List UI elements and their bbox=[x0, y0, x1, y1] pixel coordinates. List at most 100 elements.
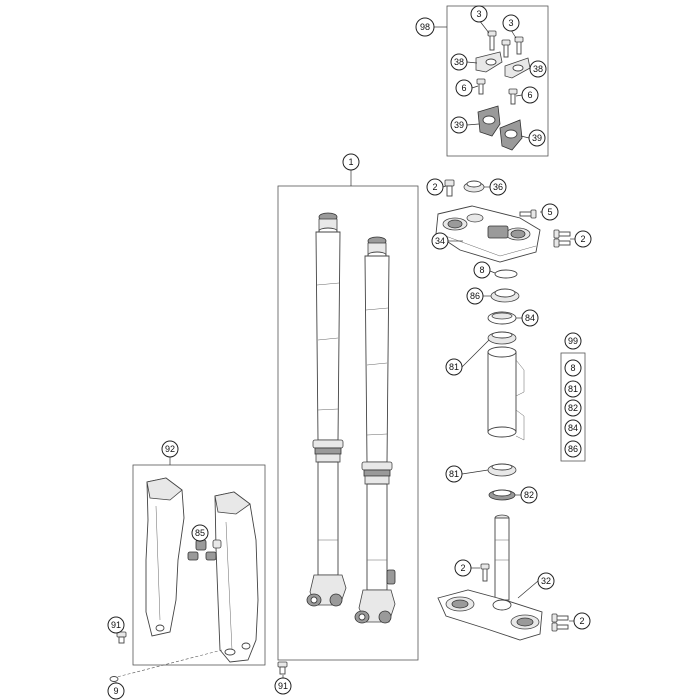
callout-6-right[interactable]: 6 bbox=[521, 86, 539, 104]
kit-99-item-4-label: 84 bbox=[568, 423, 578, 433]
lower-triple-clamp-32 bbox=[437, 589, 543, 641]
callout-82[interactable]: 82 bbox=[520, 486, 538, 504]
fasteners-bottom-left: 91 9 91 bbox=[107, 616, 292, 700]
kit-99-item-5[interactable]: 86 bbox=[564, 440, 582, 458]
callout-5[interactable]: 5 bbox=[541, 203, 559, 221]
clamp-half-38-left bbox=[475, 51, 503, 73]
callout-8-label: 8 bbox=[479, 265, 484, 275]
clamp-39-left bbox=[477, 105, 501, 137]
guard-mount-dashed-line bbox=[112, 649, 223, 679]
callout-2-lower-clamp[interactable]: 2 bbox=[573, 612, 591, 630]
callout-3-right[interactable]: 3 bbox=[502, 14, 520, 32]
callout-38-right[interactable]: 38 bbox=[529, 60, 547, 78]
nut-36 bbox=[463, 180, 485, 193]
callout-81-lower[interactable]: 81 bbox=[445, 465, 463, 483]
fork-guard-left bbox=[145, 477, 185, 637]
callout-36-label: 36 bbox=[493, 182, 503, 192]
callout-32[interactable]: 32 bbox=[537, 572, 555, 590]
bolts-2-lower-clamp bbox=[551, 613, 569, 632]
callout-39-left[interactable]: 39 bbox=[450, 116, 468, 134]
callout-3-left[interactable]: 3 bbox=[470, 5, 488, 23]
callout-2-top-label: 2 bbox=[432, 182, 437, 192]
callout-91-left-label: 91 bbox=[111, 620, 121, 630]
lower-steering-stem: 2 32 2 bbox=[437, 514, 591, 641]
callout-9[interactable]: 9 bbox=[107, 682, 125, 700]
fork-leg-right bbox=[354, 236, 396, 624]
callout-81-lower-label: 81 bbox=[449, 469, 459, 479]
screw-91-left bbox=[116, 631, 127, 644]
callout-84[interactable]: 84 bbox=[521, 309, 539, 327]
bolt-3-right bbox=[501, 36, 524, 58]
callout-2-stem-label: 2 bbox=[460, 563, 465, 573]
callout-2-upper-clamp[interactable]: 2 bbox=[574, 230, 592, 248]
bolt-6-right bbox=[508, 88, 518, 105]
screw-91-right bbox=[277, 661, 288, 675]
callout-1[interactable]: 1 bbox=[342, 153, 360, 171]
kit-99-item-1-label: 8 bbox=[570, 363, 575, 373]
seal-84 bbox=[487, 311, 517, 325]
kit-99-item-5-label: 86 bbox=[568, 444, 578, 454]
callout-2-top[interactable]: 2 bbox=[426, 178, 444, 196]
o-ring-8 bbox=[494, 269, 518, 279]
callout-6-left-label: 6 bbox=[461, 83, 466, 93]
bearing-81-upper bbox=[487, 331, 517, 345]
callout-1-label: 1 bbox=[348, 157, 353, 167]
callout-34[interactable]: 34 bbox=[431, 232, 449, 250]
clamp-half-38-right bbox=[504, 57, 531, 79]
callout-39-right-label: 39 bbox=[532, 133, 542, 143]
callout-2-stem[interactable]: 2 bbox=[454, 559, 472, 577]
group-1-box bbox=[277, 185, 419, 661]
group-98-box bbox=[446, 5, 549, 157]
callout-92[interactable]: 92 bbox=[161, 440, 179, 458]
callout-2-lower-clamp-label: 2 bbox=[579, 616, 584, 626]
callout-84-label: 84 bbox=[525, 313, 535, 323]
callout-38-left[interactable]: 38 bbox=[450, 53, 468, 71]
dust-cap-86 bbox=[490, 288, 520, 303]
group-92-fork-guards: 92 85 bbox=[132, 440, 266, 666]
bolts-2-upper-clamp bbox=[553, 229, 571, 248]
group-98-clamp-kit: 98 3 3 bbox=[415, 5, 549, 157]
kit-99-item-4[interactable]: 84 bbox=[564, 419, 582, 437]
callout-98-label: 98 bbox=[420, 22, 430, 32]
callout-2-upper-clamp-label: 2 bbox=[580, 234, 585, 244]
kit-99-bearing-set: 99 8 81 82 84 86 bbox=[560, 332, 586, 462]
clamp-39-right bbox=[499, 119, 523, 151]
callout-86[interactable]: 86 bbox=[466, 287, 484, 305]
callout-39-left-label: 39 bbox=[454, 120, 464, 130]
callout-36[interactable]: 36 bbox=[489, 178, 507, 196]
bolt-2-stem bbox=[480, 563, 490, 582]
steering-stem-shaft bbox=[494, 514, 510, 601]
callout-3-left-label: 3 bbox=[476, 9, 481, 19]
bolt-5 bbox=[519, 209, 537, 219]
callout-91-right[interactable]: 91 bbox=[274, 677, 292, 695]
callout-85[interactable]: 85 bbox=[191, 524, 209, 542]
callout-92-label: 92 bbox=[165, 444, 175, 454]
callout-32-label: 32 bbox=[541, 576, 551, 586]
head-tube-sketch bbox=[487, 346, 525, 441]
callout-6-left[interactable]: 6 bbox=[455, 79, 473, 97]
callout-39-right[interactable]: 39 bbox=[528, 129, 546, 147]
bolt-6-left bbox=[476, 78, 486, 95]
callout-85-label: 85 bbox=[195, 528, 205, 538]
fork-leg-left bbox=[306, 212, 347, 607]
callout-9-label: 9 bbox=[113, 686, 118, 696]
callout-91-left[interactable]: 91 bbox=[107, 616, 125, 634]
callout-3-right-label: 3 bbox=[508, 18, 513, 28]
bolt-3-left bbox=[487, 30, 497, 51]
kit-99-item-2[interactable]: 81 bbox=[564, 380, 582, 398]
group-1-fork-legs: 1 bbox=[277, 153, 419, 661]
callout-6-right-label: 6 bbox=[527, 90, 532, 100]
callout-38-left-label: 38 bbox=[454, 57, 464, 67]
callout-38-right-label: 38 bbox=[533, 64, 543, 74]
callout-8[interactable]: 8 bbox=[473, 261, 491, 279]
kit-99-item-3[interactable]: 82 bbox=[564, 399, 582, 417]
callout-99[interactable]: 99 bbox=[564, 332, 582, 350]
callout-5-label: 5 bbox=[547, 207, 552, 217]
callout-81-upper-label: 81 bbox=[449, 362, 459, 372]
callout-81-upper[interactable]: 81 bbox=[445, 358, 463, 376]
kit-99-item-1[interactable]: 8 bbox=[564, 359, 582, 377]
kit-99-item-3-label: 82 bbox=[568, 403, 578, 413]
fork-guard-right bbox=[214, 491, 259, 663]
callout-98[interactable]: 98 bbox=[415, 17, 435, 37]
